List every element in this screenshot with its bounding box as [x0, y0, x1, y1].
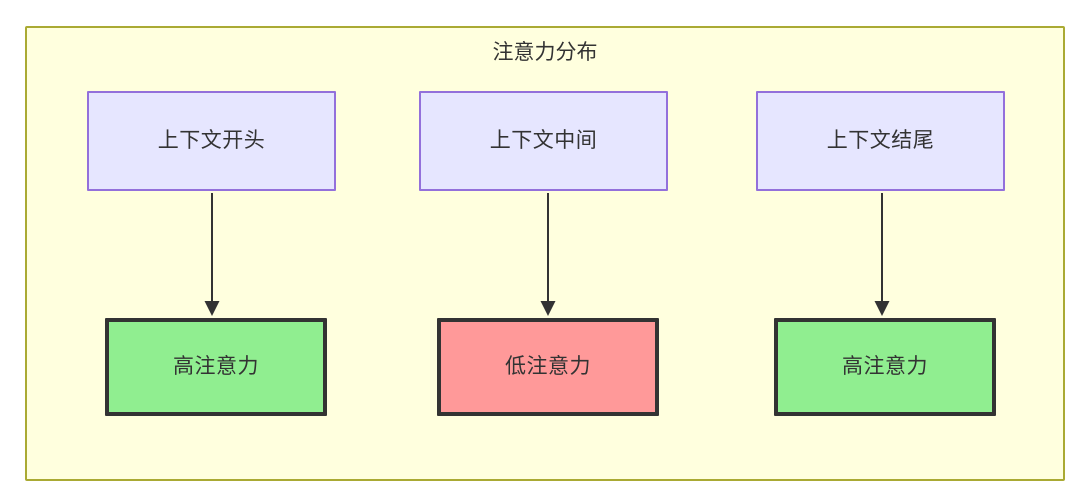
node-label: 高注意力: [173, 355, 259, 379]
node-label: 上下文结尾: [826, 129, 935, 153]
node-label: 高注意力: [842, 355, 928, 379]
node-attention-high-end[interactable]: 高注意力: [774, 318, 996, 416]
subgraph-title: 注意力分布: [492, 41, 598, 64]
node-context-end[interactable]: 上下文结尾: [756, 91, 1005, 191]
node-label: 上下文开头: [157, 129, 266, 153]
node-context-start[interactable]: 上下文开头: [87, 91, 336, 191]
node-context-middle[interactable]: 上下文中间: [419, 91, 668, 191]
node-label: 上下文中间: [489, 129, 598, 153]
node-attention-low-middle[interactable]: 低注意力: [437, 318, 659, 416]
node-attention-high-start[interactable]: 高注意力: [105, 318, 327, 416]
node-label: 低注意力: [505, 355, 591, 379]
